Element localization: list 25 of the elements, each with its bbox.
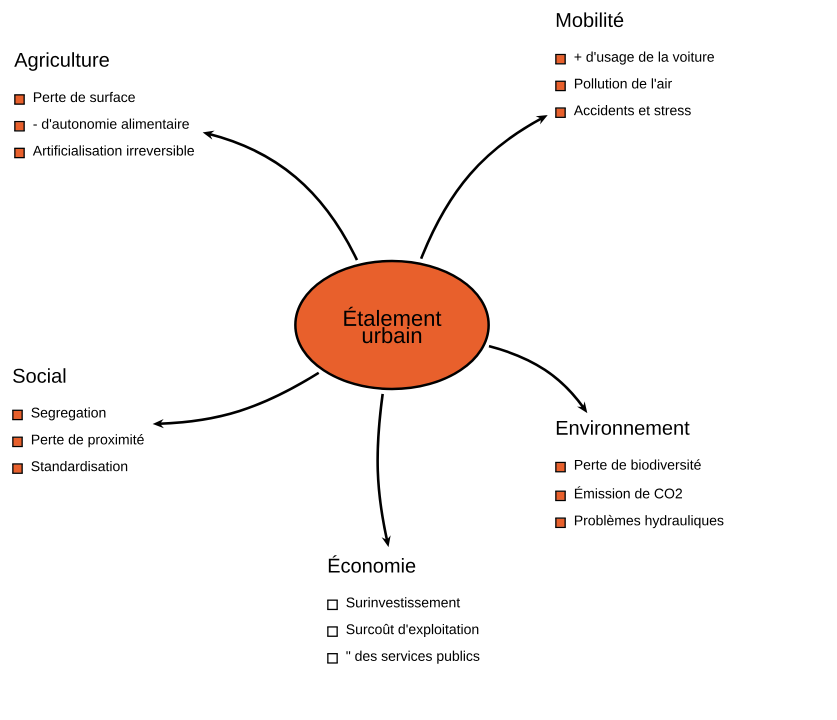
topic-list <box>327 555 480 664</box>
list-item: Surinvestissement <box>346 597 460 608</box>
topic-list <box>555 420 724 528</box>
list-item: + d'usage de la voiture <box>574 52 714 65</box>
heading: Social <box>13 368 66 383</box>
list-item: Surcoût d'exploitation <box>346 624 478 637</box>
list-item: Artificialisation irreversible <box>32 145 194 156</box>
heading: Environnement <box>556 420 690 435</box>
list-item: Problèmes hydrauliques <box>574 514 724 528</box>
list-item: Perte de biodiversité <box>574 459 701 470</box>
list-item: " des services publics <box>346 650 480 664</box>
heading: Mobilité <box>556 12 624 28</box>
list-item: Perte de proximité <box>32 434 144 448</box>
list-item: Perte de surface <box>34 92 135 102</box>
list-item: Pollution de l'air <box>574 78 672 89</box>
heading: Agriculture <box>14 52 109 71</box>
list-item: Segregation <box>31 407 106 420</box>
topic-list <box>12 368 144 474</box>
list-item: - d'autonomie alimentaire <box>33 118 189 129</box>
list-item: Standardisation <box>31 460 128 472</box>
topic-list <box>555 12 714 118</box>
list-item: Émission de CO2 <box>574 486 682 498</box>
topic-list <box>14 52 194 158</box>
heading: Économie <box>328 555 416 573</box>
list-item: Accidents et stress <box>574 105 691 116</box>
